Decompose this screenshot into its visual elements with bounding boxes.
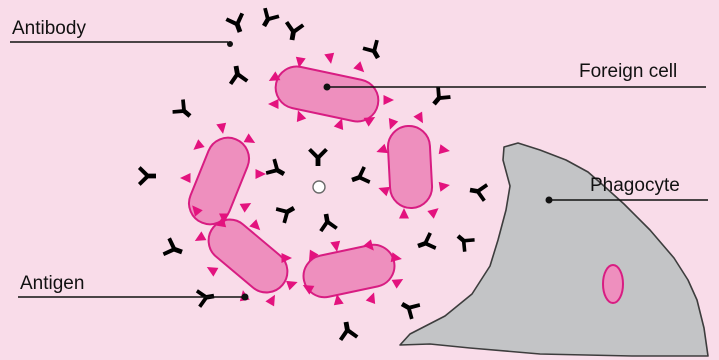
- label-antibody: Antibody: [10, 18, 233, 47]
- antigen-marker: [256, 169, 267, 179]
- antibody-icon: [282, 21, 305, 42]
- antigen-marker: [244, 133, 258, 147]
- antibody-icon: [225, 12, 250, 36]
- foreign-cell: [300, 241, 399, 301]
- antigen-marker: [366, 291, 379, 304]
- antibody-icon: [336, 320, 359, 341]
- phagocyte-nucleus: [603, 265, 623, 303]
- antibody-icon: [317, 212, 339, 232]
- antigen-marker: [216, 123, 228, 135]
- antigen-marker: [204, 263, 218, 277]
- antibody-icon: [162, 237, 186, 262]
- antigen-marker: [265, 292, 279, 306]
- antigen-marker: [192, 231, 206, 245]
- antigen-marker: [439, 180, 451, 192]
- antibody-icon: [274, 200, 298, 225]
- antigen-marker: [392, 275, 406, 289]
- antigen-marker: [413, 112, 427, 126]
- foreign-cells: [183, 63, 433, 301]
- antibody-icon: [138, 166, 156, 186]
- antigen-marker: [268, 99, 279, 109]
- antigen-marker: [286, 277, 299, 290]
- antibody-icon: [468, 181, 488, 203]
- antibody-icon: [397, 296, 421, 321]
- antigen-marker: [240, 199, 254, 213]
- label-foreign-cell-text: Foreign cell: [579, 61, 677, 82]
- antigen-marker: [190, 139, 204, 153]
- antibody-icon: [308, 148, 328, 166]
- foreign-cell: [272, 63, 382, 126]
- label-foreign-cell: Foreign cell: [324, 61, 707, 91]
- leader-dot-foreign-cell: [324, 84, 331, 91]
- label-phagocyte-text: Phagocyte: [590, 175, 680, 196]
- antigen-marker: [324, 53, 336, 65]
- foreign-cell: [183, 131, 256, 230]
- antigen-marker: [384, 95, 395, 105]
- leader-dot-antibody: [227, 41, 233, 47]
- foreign-cell: [387, 125, 433, 209]
- antibody-cluster-center: [313, 181, 325, 193]
- antigen-marker: [282, 253, 293, 263]
- antibody-icon: [415, 231, 438, 255]
- antibody-icon: [226, 64, 249, 85]
- antigen-marker: [427, 204, 441, 218]
- label-antigen-text: Antigen: [20, 273, 84, 294]
- antibody-icon: [349, 165, 372, 189]
- antibody-icon: [256, 6, 281, 30]
- antigen-marker: [375, 144, 388, 157]
- antigen-marker: [399, 208, 409, 219]
- label-antibody-text: Antibody: [12, 18, 86, 39]
- antibody-icon: [452, 229, 476, 253]
- antibody-icon: [427, 85, 453, 110]
- antibody-icon: [361, 38, 386, 62]
- antigen-marker: [377, 183, 390, 196]
- antibody-icon: [171, 98, 196, 124]
- antigen-marker: [180, 173, 191, 183]
- antibody-icon: [264, 157, 288, 182]
- label-antigen: Antigen: [18, 273, 249, 301]
- antigen-marker: [439, 144, 451, 156]
- antigen-marker: [353, 61, 367, 75]
- leader-dot-antigen: [242, 294, 249, 301]
- leader-dot-phagocyte: [546, 197, 553, 204]
